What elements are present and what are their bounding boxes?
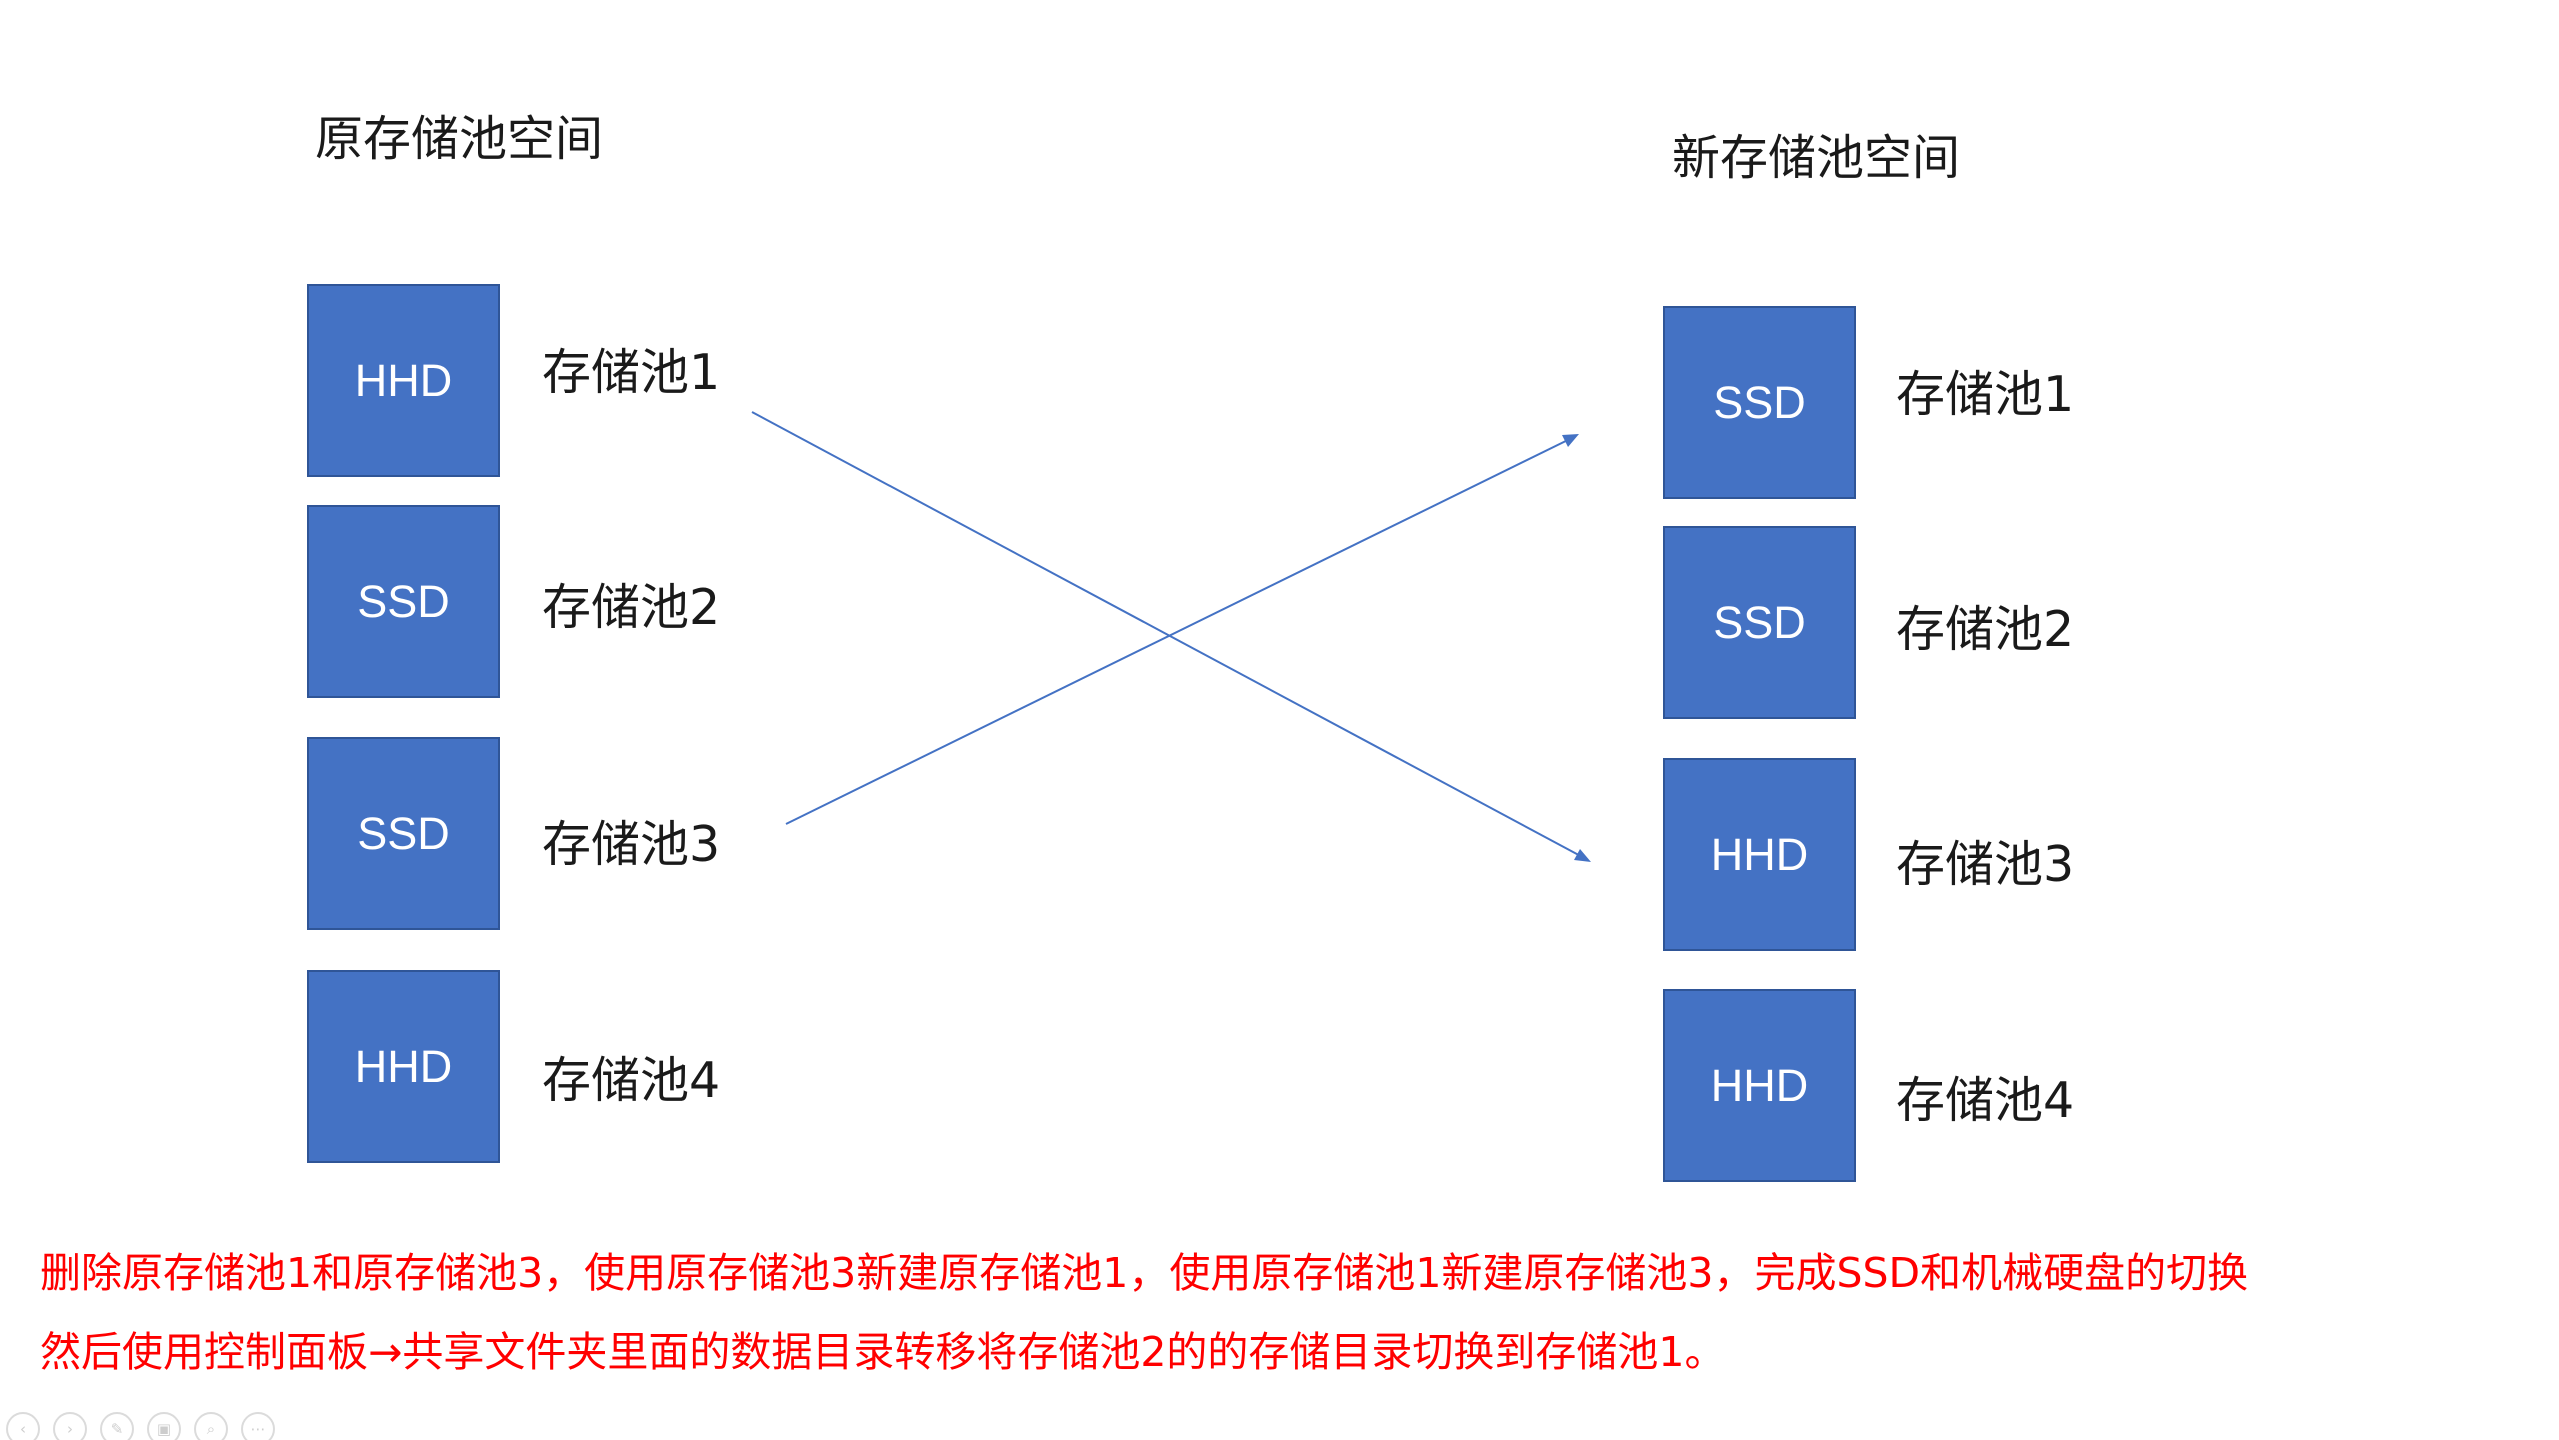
arrowhead-to-new-pool-3 bbox=[1574, 849, 1591, 862]
slides-icon[interactable]: ▣ bbox=[147, 1412, 181, 1440]
old-pool-1-drive: HHD bbox=[307, 284, 500, 477]
old-pool-4-label: 存储池4 bbox=[542, 1052, 721, 1109]
old-pool-2-label: 存储池2 bbox=[542, 579, 721, 636]
arrowhead-to-new-pool-1 bbox=[1562, 434, 1579, 447]
zoom-icon[interactable]: ⌕ bbox=[194, 1412, 228, 1440]
note-line-2: 然后使用控制面板→共享文件夹里面的数据目录转移将存储池2的的存储目录切换到存储池… bbox=[40, 1328, 1726, 1376]
new-pool-4-drive: HHD bbox=[1663, 989, 1856, 1182]
new-pool-2-label: 存储池2 bbox=[1896, 601, 2075, 658]
old-pool-2-drive: SSD bbox=[307, 505, 500, 698]
new-pool-3-drive: HHD bbox=[1663, 758, 1856, 951]
new-pool-1-label: 存储池1 bbox=[1896, 366, 2075, 423]
slideshow-controls: ‹ › ✎ ▣ ⌕ ⋯ bbox=[6, 1412, 275, 1440]
old-pool-4-drive: HHD bbox=[307, 970, 500, 1163]
old-space-heading: 原存储池空间 bbox=[315, 111, 604, 167]
pen-icon[interactable]: ✎ bbox=[100, 1412, 134, 1440]
arrow-old-pool-1-to-new-pool-3 bbox=[751, 411, 1589, 861]
next-icon[interactable]: › bbox=[53, 1412, 87, 1440]
more-icon[interactable]: ⋯ bbox=[241, 1412, 275, 1440]
new-pool-2-drive: SSD bbox=[1663, 526, 1856, 719]
old-pool-3-label: 存储池3 bbox=[542, 816, 721, 873]
new-pool-1-drive: SSD bbox=[1663, 306, 1856, 499]
new-pool-3-label: 存储池3 bbox=[1896, 836, 2075, 893]
old-pool-3-drive: SSD bbox=[307, 737, 500, 930]
arrow-old-pool-3-to-new-pool-1 bbox=[785, 435, 1577, 825]
new-pool-4-label: 存储池4 bbox=[1896, 1072, 2075, 1129]
note-line-1: 删除原存储池1和原存储池3，使用原存储池3新建原存储池1，使用原存储池1新建原存… bbox=[40, 1249, 2249, 1297]
old-pool-1-label: 存储池1 bbox=[542, 344, 721, 401]
prev-icon[interactable]: ‹ bbox=[6, 1412, 40, 1440]
new-space-heading: 新存储池空间 bbox=[1672, 130, 1961, 186]
